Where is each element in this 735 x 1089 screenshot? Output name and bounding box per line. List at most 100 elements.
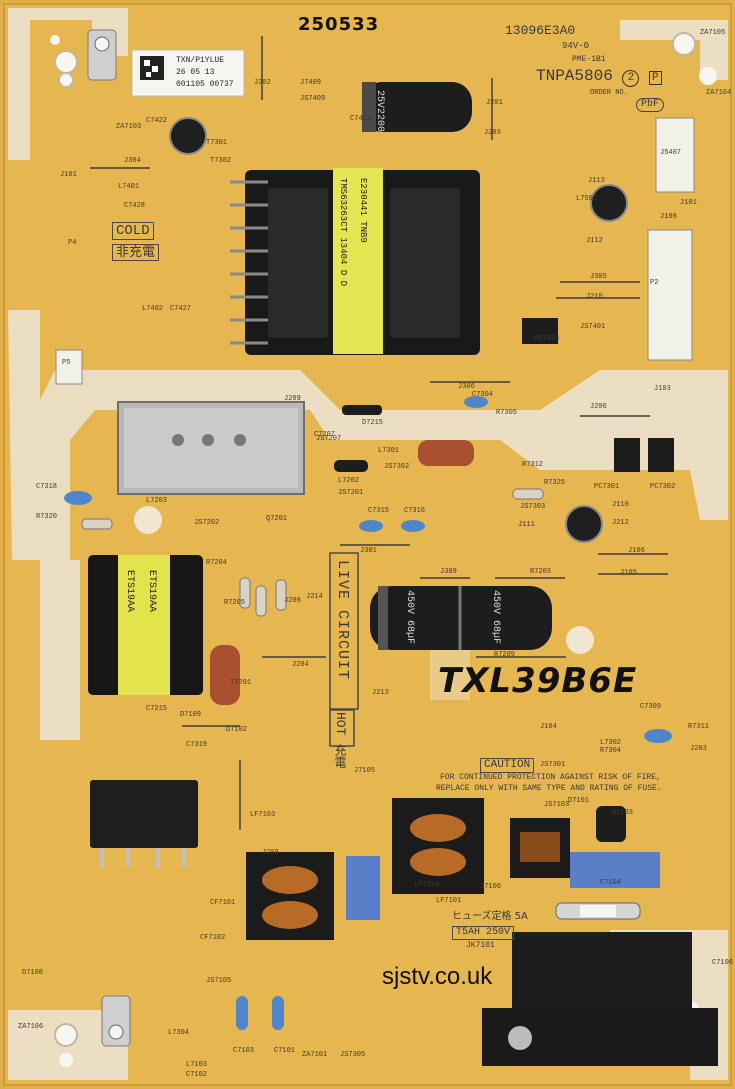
ref-designator: L7402: [142, 305, 164, 313]
ref-designator: J105: [620, 569, 637, 577]
film-capacitors: [210, 440, 660, 920]
ref-designator: C7304: [472, 391, 494, 399]
ref-designator: JS7303: [520, 503, 546, 511]
cold-zone-label-jp: 非充電: [112, 244, 160, 261]
ref-designator: D7103: [612, 809, 634, 817]
ref-designator: J208: [262, 849, 279, 857]
ref-designator: C7215: [146, 705, 168, 713]
pme-code: PME-1B1: [572, 55, 606, 64]
ref-designator: T7302: [210, 157, 232, 165]
ref-designator: D7109: [180, 711, 202, 719]
ref-designator: C7422: [146, 117, 168, 125]
top-capacitor-label: 25V2200: [374, 90, 385, 133]
ref-designator: J214: [306, 593, 323, 601]
caution-title: CAUTION: [480, 758, 535, 773]
ref-designator: J101: [680, 199, 697, 207]
ref-designator: T7301: [206, 139, 228, 147]
ref-designator: JS7401: [580, 323, 606, 331]
sticker-line-3: 001105 00737: [176, 80, 234, 89]
main-transformer-label-2: E230441 TNB9: [358, 178, 368, 243]
ref-designator: J7409: [300, 79, 322, 87]
ref-designator: JS7301: [540, 761, 566, 769]
ref-designator: PC7302: [650, 483, 676, 491]
watermark: sjstv.co.uk: [382, 963, 493, 990]
ref-designator: J210: [586, 293, 603, 301]
ref-designator: ZA7104: [706, 89, 732, 97]
ceramic-capacitors: [64, 396, 672, 1030]
model-code: TNPA5806 2 P: [536, 68, 662, 87]
handwritten-model: TXL39B6E: [438, 661, 638, 701]
heatsink: [117, 401, 305, 495]
ref-designator: J302: [254, 79, 271, 87]
ref-designator: L7301: [378, 447, 400, 455]
ref-designator: ZA7103: [116, 123, 142, 131]
standby-transformer: [88, 555, 203, 695]
ref-designator: J108: [660, 213, 677, 221]
ref-designator: JS7202: [194, 519, 220, 527]
big-capacitor-label-a: 450V 68µF: [404, 590, 415, 645]
ref-designator: J212: [612, 519, 629, 527]
ref-designator: J101: [60, 171, 77, 179]
ref-designator: LF7103: [250, 811, 276, 819]
ref-designator: J7105: [354, 767, 376, 775]
cold-zone-label: COLD: [112, 222, 154, 240]
ref-designator: L7202: [338, 477, 360, 485]
ref-designator: J301: [360, 547, 377, 555]
ref-designator: L7304: [168, 1029, 190, 1037]
ref-designator: L7302: [600, 739, 622, 747]
ref-designator: ZA7105: [700, 29, 726, 37]
ref-designator: JS7302: [384, 463, 410, 471]
ref-designator: C7106: [712, 959, 734, 967]
ref-designator: J112: [586, 237, 603, 245]
caution-line-1: FOR CONTINUED PROTECTION AGAINST RISK OF…: [440, 773, 661, 782]
ref-designator: D7102: [226, 726, 248, 734]
ref-designator: JS7409: [300, 95, 326, 103]
ref-designator: CF7101: [210, 899, 236, 907]
ref-designator: J203: [484, 129, 501, 137]
ref-designator: L7103: [186, 1061, 208, 1069]
bridge-rectifier: [90, 780, 198, 848]
top-code: 13096E3A0: [505, 23, 576, 38]
ref-designator: J7106: [480, 883, 502, 891]
ref-designator: J206: [590, 403, 607, 411]
ref-designator: R7304: [600, 747, 622, 755]
ref-designator: JS7305: [340, 1051, 366, 1059]
ref-designator: R7311: [688, 723, 710, 731]
ref-designator: R7325: [544, 479, 566, 487]
ref-designator: J309: [440, 568, 457, 576]
electrolytic-capacitors: [169, 82, 628, 650]
live-circuit-label: LIVE CIRCUIT: [334, 560, 351, 681]
metal-standoffs: [87, 29, 131, 1047]
ref-designator: PC7301: [594, 483, 620, 491]
ref-designator: CF7102: [200, 934, 226, 942]
ref-designator: R7203: [530, 568, 552, 576]
ref-designator: C7427: [170, 305, 192, 313]
ref-designator: J106: [628, 547, 645, 555]
ref-designator: C7104: [600, 879, 622, 887]
ref-designator: R7305: [496, 409, 518, 417]
ref-designator: JS7201: [338, 489, 364, 497]
ref-designator: R7204: [206, 559, 228, 567]
ref-designator: JS7103: [544, 801, 570, 809]
order-no-label: ORDER NO.: [590, 89, 628, 97]
ref-designator: P2: [650, 279, 659, 287]
ref-designator: J208: [284, 597, 301, 605]
ref-designator: LF7104: [414, 881, 440, 889]
ref-designator: J203: [690, 745, 707, 753]
ref-designator: JS7105: [206, 977, 232, 985]
sticker-line-2: 26 05 13: [176, 68, 215, 77]
ref-designator: C7207: [314, 431, 336, 439]
ref-designator: J204: [292, 661, 309, 669]
ref-designator: J306: [458, 383, 475, 391]
ref-designator: PC7303: [534, 335, 560, 343]
fuse-rating-jp: ヒューズ定格 5A: [452, 911, 528, 922]
small-ics: [522, 318, 674, 842]
ref-designator: J5407: [660, 149, 682, 157]
ref-designator: C7318: [36, 483, 58, 491]
ref-designator: R7209: [494, 651, 516, 659]
ref-designator: C7309: [640, 703, 662, 711]
ref-designator: D7108: [22, 969, 44, 977]
pbf-mark: PbF: [636, 98, 665, 112]
ref-designator: P4: [68, 239, 77, 247]
